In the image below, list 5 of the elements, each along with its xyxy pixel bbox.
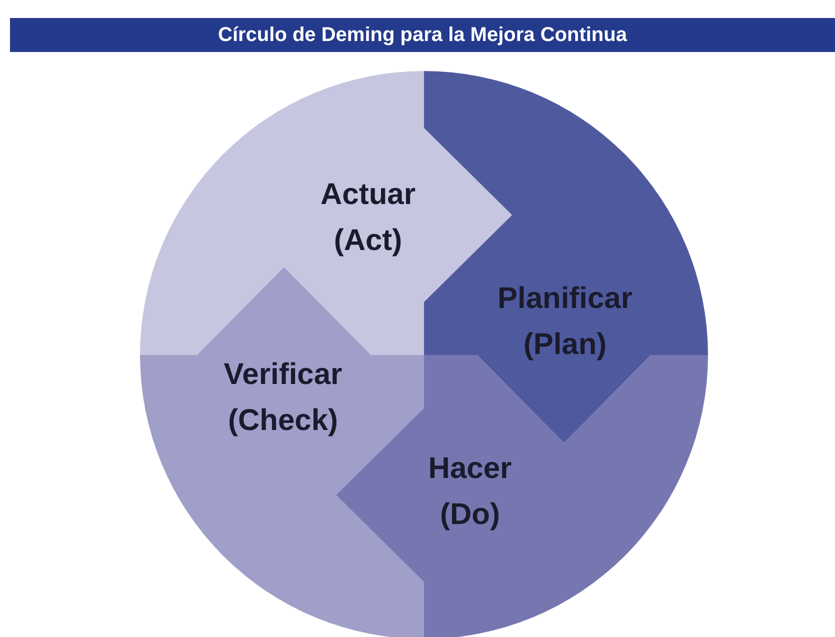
title-bar: Círculo de Deming para la Mejora Continua <box>10 18 835 52</box>
step-label: Hacer (Do) <box>428 451 512 533</box>
step-label: Verificar (Check) <box>224 357 342 439</box>
step-label: Planificar (Plan) <box>497 281 633 363</box>
step-label: Actuar (Act) <box>320 177 416 259</box>
